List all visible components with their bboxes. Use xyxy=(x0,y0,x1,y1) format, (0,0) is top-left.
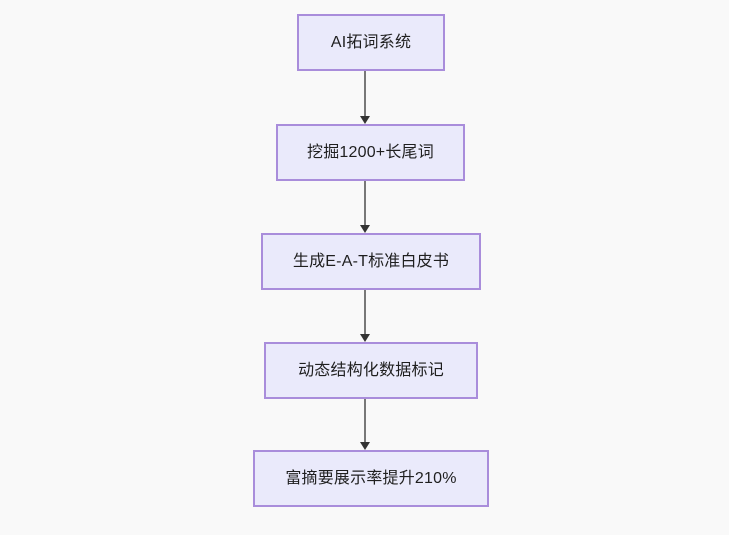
flow-node-label: 生成E-A-T标准白皮书 xyxy=(292,252,450,270)
arrowhead-down-icon xyxy=(359,334,370,342)
flow-node-label: 动态结构化数据标记 xyxy=(298,361,444,379)
flow-node-rich-snippet-impression-lift[interactable]: 富摘要展示率提升210% xyxy=(253,450,489,507)
edge-line xyxy=(363,399,366,442)
arrowhead-down-icon xyxy=(359,442,370,450)
edge-line xyxy=(363,71,366,116)
flow-node-ai-keyword-system[interactable]: AI拓词系统 xyxy=(297,14,445,71)
flow-node-mine-longtail-keywords[interactable]: 挖掘1200+长尾词 xyxy=(276,124,465,181)
edge-line xyxy=(363,181,366,225)
flow-node-label: 挖掘1200+长尾词 xyxy=(307,143,434,161)
flow-node-label: 富摘要展示率提升210% xyxy=(285,469,457,487)
flow-node-generate-eat-whitepaper[interactable]: 生成E-A-T标准白皮书 xyxy=(261,233,481,290)
arrowhead-down-icon xyxy=(359,116,370,124)
flow-node-label: AI拓词系统 xyxy=(330,33,412,51)
edge-line xyxy=(363,290,366,334)
arrowhead-down-icon xyxy=(359,225,370,233)
flow-node-dynamic-structured-data-markup[interactable]: 动态结构化数据标记 xyxy=(264,342,478,399)
